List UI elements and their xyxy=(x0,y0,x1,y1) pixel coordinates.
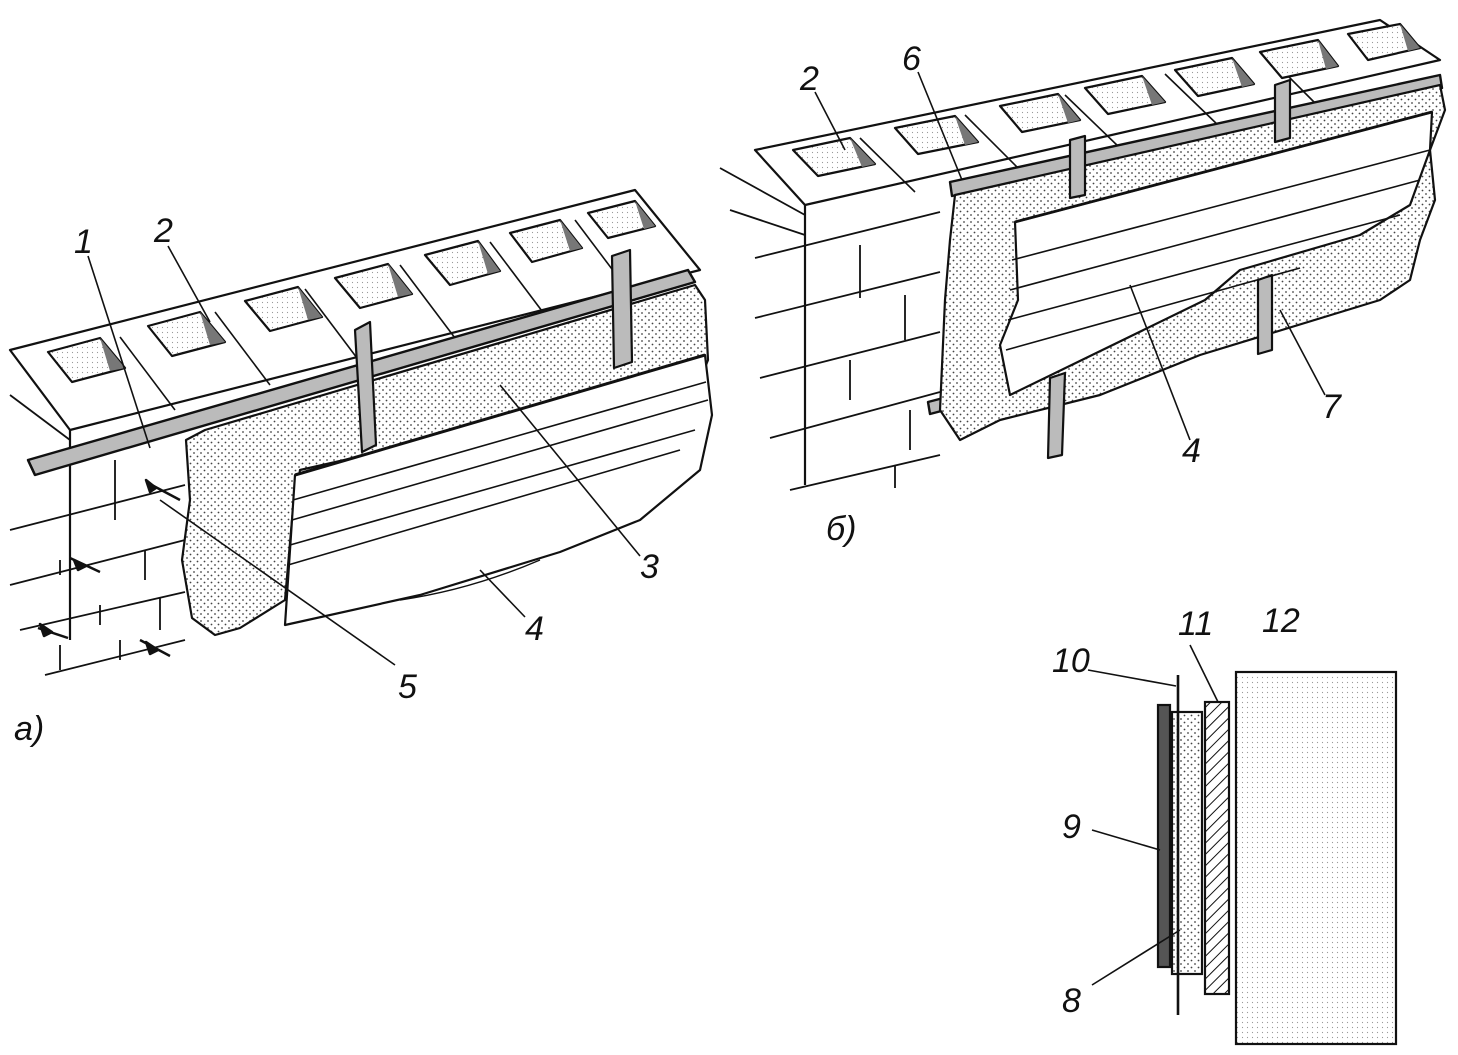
wall-block-12 xyxy=(1234,670,1398,1046)
block-wall-top-b xyxy=(753,18,1442,485)
label-8: 8 xyxy=(1062,982,1081,1020)
labels-section: 10 11 12 9 8 xyxy=(1052,602,1300,1020)
siding-panel-a xyxy=(283,353,714,627)
siding-panel-b xyxy=(998,110,1434,397)
label-b-4: 4 xyxy=(1182,432,1201,470)
labels-b: 2 6 4 7 б) xyxy=(799,40,1342,548)
label-a-3: 3 xyxy=(640,548,659,586)
hatched-layer-11 xyxy=(1203,700,1231,996)
leader-lines-section xyxy=(1087,644,1219,986)
label-b-2: 2 xyxy=(799,60,819,98)
section-detail xyxy=(1087,644,1398,1046)
caption-b: б) xyxy=(826,510,856,548)
label-b-6: 6 xyxy=(902,40,921,78)
label-b-7: 7 xyxy=(1322,388,1342,426)
leader-lines-a xyxy=(87,245,641,666)
label-11: 11 xyxy=(1178,605,1213,643)
wall-ties-a xyxy=(37,478,181,658)
figure-a xyxy=(8,188,714,676)
cladding-layer-9 xyxy=(1156,703,1172,969)
caption-a: а) xyxy=(14,710,44,748)
label-a-2: 2 xyxy=(153,212,173,250)
label-a-4: 4 xyxy=(525,610,544,648)
label-a-1: 1 xyxy=(74,223,93,261)
vertical-studs-b xyxy=(1046,78,1292,460)
brick-face-b xyxy=(719,167,941,491)
labels-a: 1 2 3 4 5 а) xyxy=(14,212,659,748)
brick-face-a xyxy=(9,394,186,676)
vertical-studs-a xyxy=(353,248,634,454)
label-12: 12 xyxy=(1262,602,1300,640)
leader-lines-b xyxy=(814,71,1326,441)
figure-b xyxy=(719,18,1447,491)
insulation-layer-8 xyxy=(1170,710,1204,976)
label-9: 9 xyxy=(1062,808,1081,846)
label-10: 10 xyxy=(1052,642,1090,680)
label-a-5: 5 xyxy=(398,668,417,706)
